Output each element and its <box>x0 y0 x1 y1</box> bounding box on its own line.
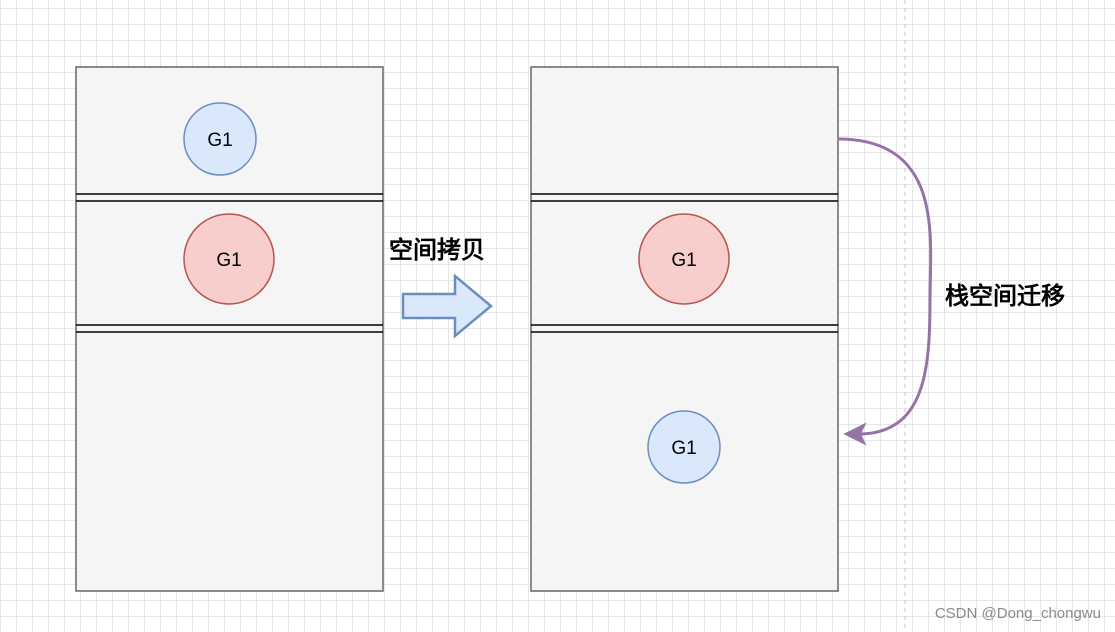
g1-blue-circle <box>183 102 257 176</box>
right-g1-mid-node[interactable]: G1 <box>638 213 730 305</box>
g1-red-circle <box>183 213 275 305</box>
right-stack: G1 G1 <box>530 66 839 592</box>
left-g1-top-node[interactable]: G1 <box>183 102 257 176</box>
g1-blue-circle <box>647 410 721 484</box>
left-g1-mid-node[interactable]: G1 <box>183 213 275 305</box>
copy-label: 空间拷贝 <box>389 236 485 264</box>
right-stack-box <box>530 66 839 592</box>
left-stack: G1 G1 <box>75 66 384 592</box>
g1-label: G1 <box>671 438 696 459</box>
migrate-arrow-head <box>843 422 867 446</box>
migrate-arrow-path <box>837 137 933 436</box>
watermark: CSDN @Dong_chongwu <box>934 605 1101 622</box>
curved-arrow-icon <box>837 137 933 446</box>
g1-red-circle <box>638 213 730 305</box>
migrate-label: 栈空间迁移 <box>945 282 1065 310</box>
g1-label: G1 <box>207 130 232 151</box>
g1-label: G1 <box>216 250 241 271</box>
g1-label: G1 <box>671 250 696 271</box>
right-block-arrow-icon <box>401 273 493 339</box>
right-g1-bottom-node[interactable]: G1 <box>647 410 721 484</box>
